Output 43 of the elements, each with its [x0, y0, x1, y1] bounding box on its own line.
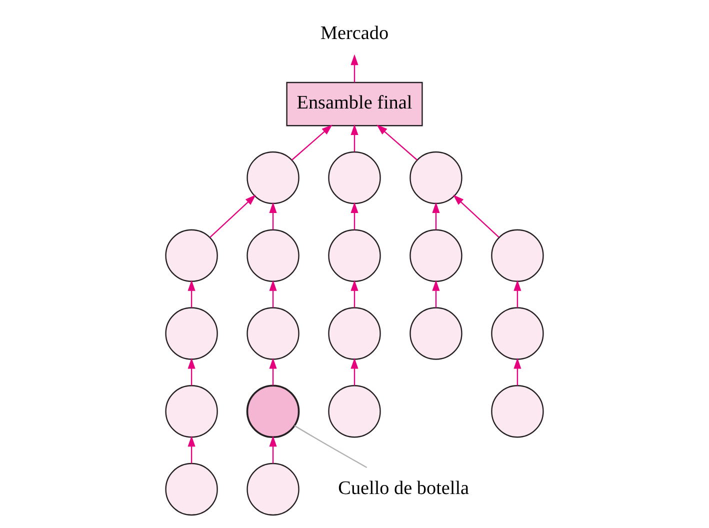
node-text: Mercado [320, 23, 389, 44]
node-circle [328, 385, 381, 438]
arrow [432, 202, 440, 230]
arrow [514, 358, 522, 386]
node-box: Ensamble final [286, 82, 423, 126]
arrow [269, 358, 277, 386]
arrow [350, 54, 358, 82]
node-circle [246, 384, 300, 438]
arrow [514, 280, 522, 308]
node-circle [328, 307, 381, 360]
arrow [350, 202, 358, 230]
node-circle [328, 229, 381, 282]
node-circle [410, 229, 462, 282]
node-circle [491, 307, 544, 360]
arrow [269, 436, 277, 464]
connector [294, 425, 368, 468]
node-circle [410, 307, 462, 360]
arrow [350, 358, 358, 386]
node-circle [491, 229, 544, 282]
arrow [188, 436, 196, 464]
node-circle [410, 151, 462, 204]
node-circle [165, 307, 218, 360]
node-circle [165, 462, 218, 516]
arrow [453, 194, 500, 238]
node-circle [328, 151, 381, 204]
arrow [269, 280, 277, 308]
node-circle [491, 385, 544, 438]
arrow [269, 202, 277, 230]
arrow [350, 124, 358, 152]
node-circle [165, 229, 218, 282]
arrow [292, 124, 332, 160]
node-circle [246, 151, 300, 204]
node-circle [165, 385, 218, 438]
node-circle [246, 307, 300, 360]
node-circle [246, 462, 300, 516]
arrow [210, 194, 256, 238]
arrow [188, 280, 196, 308]
node-circle [246, 229, 300, 282]
node-text: Cuello de botella [338, 478, 470, 499]
arrow [350, 280, 358, 308]
arrow [432, 280, 440, 308]
arrow [376, 124, 418, 160]
arrow [188, 358, 196, 386]
